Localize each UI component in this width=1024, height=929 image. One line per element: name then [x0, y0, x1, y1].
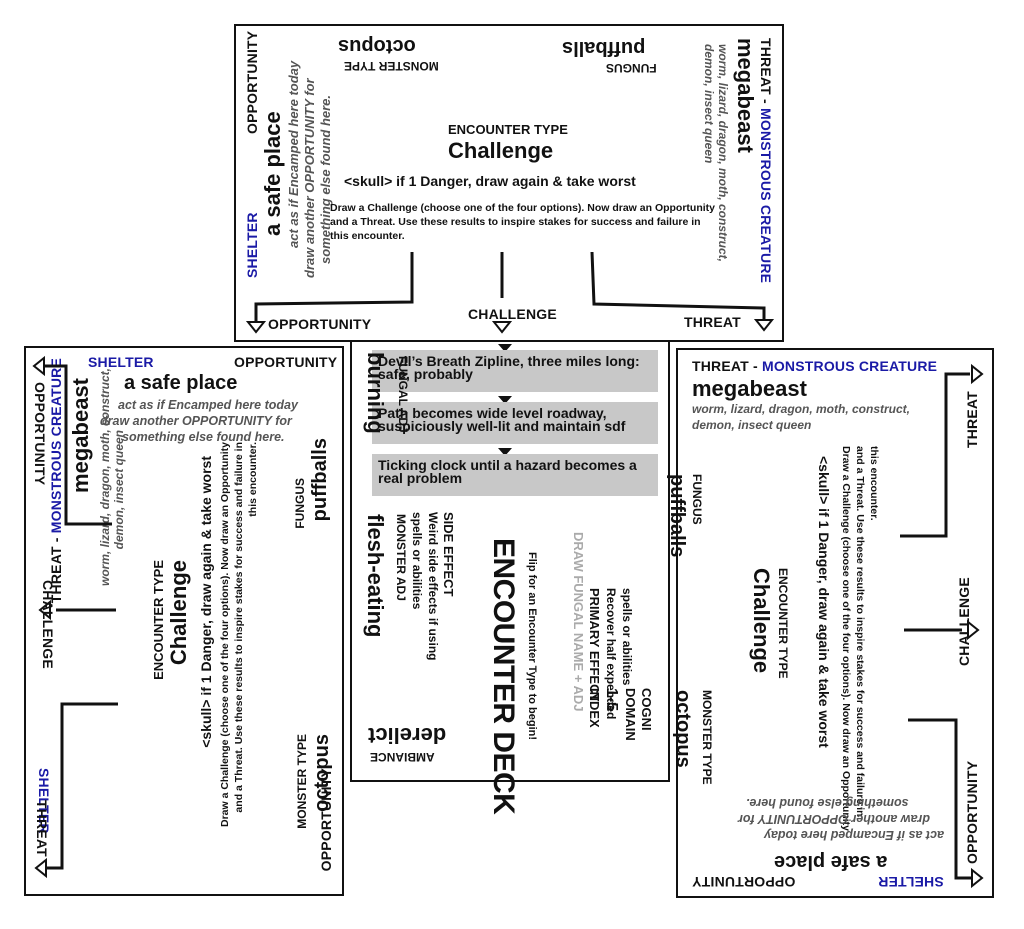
domain-value: COGNI — [639, 688, 654, 731]
right-threat-label: THREAT - MONSTROUS CREATURE — [692, 358, 938, 374]
monster-adj-label: MONSTER ADJ — [394, 514, 408, 601]
right-mega-desc-2: demon, insect queen — [692, 418, 812, 432]
fungal-adj-label: FUNGAL ADJ — [396, 356, 410, 433]
primary-effect-2: spells or abilities — [620, 588, 634, 686]
left-arrow-opportunity: OPPORTUNITY — [32, 382, 48, 486]
left-safe-desc-1: act as if Encamped here today — [118, 398, 298, 412]
left-arrow-threat: THREAT — [34, 800, 50, 857]
center-triangles — [498, 344, 512, 456]
right-megabeast-title: megabeast — [692, 376, 807, 401]
challenge-title: Challenge — [448, 138, 554, 163]
left-opportunity-header: OPPORTUNITY — [234, 354, 338, 370]
left-shelter-header: SHELTER — [88, 354, 154, 370]
left-safe-desc-3: something else found here. — [122, 430, 285, 444]
index-label: INDEX — [587, 688, 602, 728]
arrow-challenge-label: CHALLENGE — [468, 306, 557, 322]
index-value: 1-5 — [603, 688, 620, 712]
domain-label: DOMAIN — [623, 688, 638, 741]
center-card: Devil’s Breath Zipline, three miles long… — [350, 340, 670, 814]
side-effect-2: spells or abilities — [410, 512, 424, 610]
right-card: THREAT - MONSTROUS CREATURE megabeast wo… — [666, 348, 994, 898]
right-card-arrows — [900, 363, 984, 889]
top-card: octopus MONSTER TYPE puffballs FUNGUS SH… — [234, 24, 784, 342]
ambiance-label: AMBIANCE — [370, 750, 435, 764]
instruction-1: Draw a Challenge (choose one of the four… — [330, 202, 716, 214]
left-safe-place: a safe place — [124, 372, 238, 394]
challenge-option-2: Path becomes wide level roadway, suspici… — [372, 402, 658, 444]
arrow-opportunity-label: OPPORTUNITY — [268, 316, 372, 332]
skull-rule: <skull> if 1 Danger, draw again & take w… — [344, 173, 636, 189]
flip-text: Flip for an Encounter Type to begin! — [526, 552, 538, 741]
challenge-option-1: Devil’s Breath Zipline, three miles long… — [372, 350, 658, 392]
left-card: octopus MONSTER TYPE puffballs FUNGUS TH… — [24, 346, 344, 896]
right-arrow-challenge: CHALLENGE — [956, 577, 972, 666]
arrow-threat-label: THREAT — [684, 314, 741, 330]
primary-effect-label: PRIMARY EFFECT — [587, 588, 602, 702]
left-safe-desc-2: draw another OPPORTUNITY for — [100, 414, 292, 428]
instruction-3: this encounter. — [330, 230, 405, 242]
right-arrow-opportunity: OPPORTUNITY — [964, 760, 980, 864]
right-arrow-threat: THREAT — [964, 391, 980, 448]
encounter-deck-title: ENCOUNTER DECK — [487, 538, 520, 815]
right-mega-desc-1: worm, lizard, dragon, moth, construct, — [692, 402, 911, 416]
challenge-option-3: Ticking clock until a hazard becomes a r… — [372, 454, 658, 496]
top-card-arrows — [245, 251, 775, 334]
side-effect-1: Weird side effects if using — [426, 512, 440, 661]
fungal-adj-value: burning — [363, 352, 388, 434]
side-effect-label: SIDE EFFECT — [441, 512, 456, 597]
ambiance-value: derelict — [368, 723, 447, 748]
draw-fungal-name: DRAW FUNGAL NAME + ADJ — [571, 532, 586, 712]
encounter-type-label: ENCOUNTER TYPE — [448, 122, 568, 137]
monster-adj-value: flesh-eating — [363, 514, 388, 638]
instruction-2: and a Threat. Use these results to inspi… — [330, 216, 701, 228]
left-arrow-challenge: CHALLENGE — [40, 580, 56, 669]
left-card-arrows — [32, 355, 118, 879]
